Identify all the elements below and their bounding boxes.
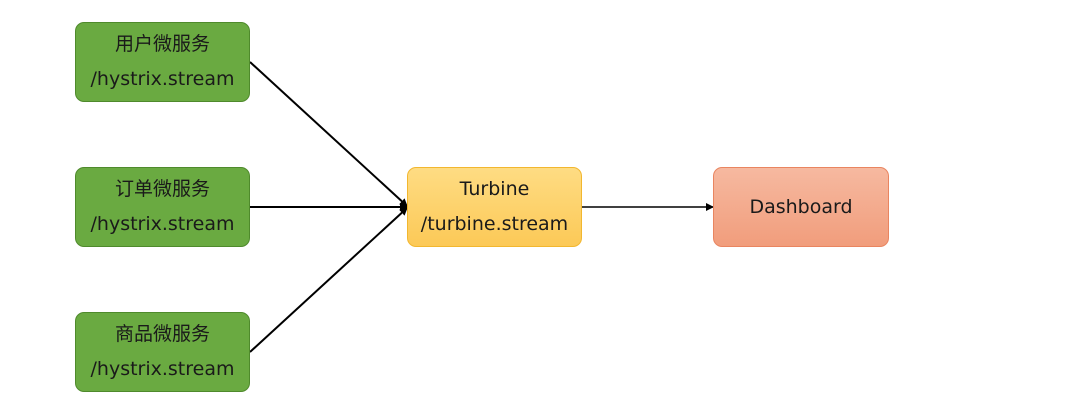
dashboard-name: Dashboard (749, 195, 853, 218)
order-service-node: 订单微服务 /hystrix.stream (75, 167, 250, 247)
user-service-node: 用户微服务 /hystrix.stream (75, 22, 250, 102)
product-service-endpoint: /hystrix.stream (90, 358, 235, 380)
turbine-name: Turbine (459, 178, 530, 200)
turbine-endpoint: /turbine.stream (420, 213, 569, 235)
user-service-name: 用户微服务 (114, 33, 210, 55)
edge-product-to-turbine (249, 207, 408, 353)
product-service-node: 商品微服务 /hystrix.stream (75, 312, 250, 392)
order-service-name: 订单微服务 (114, 178, 210, 200)
user-service-endpoint: /hystrix.stream (90, 68, 235, 90)
product-service-name: 商品微服务 (114, 323, 210, 345)
order-service-endpoint: /hystrix.stream (90, 213, 235, 235)
turbine-node: Turbine /turbine.stream (407, 167, 582, 247)
dashboard-node: Dashboard (713, 167, 889, 247)
edge-user-to-turbine (249, 61, 408, 207)
